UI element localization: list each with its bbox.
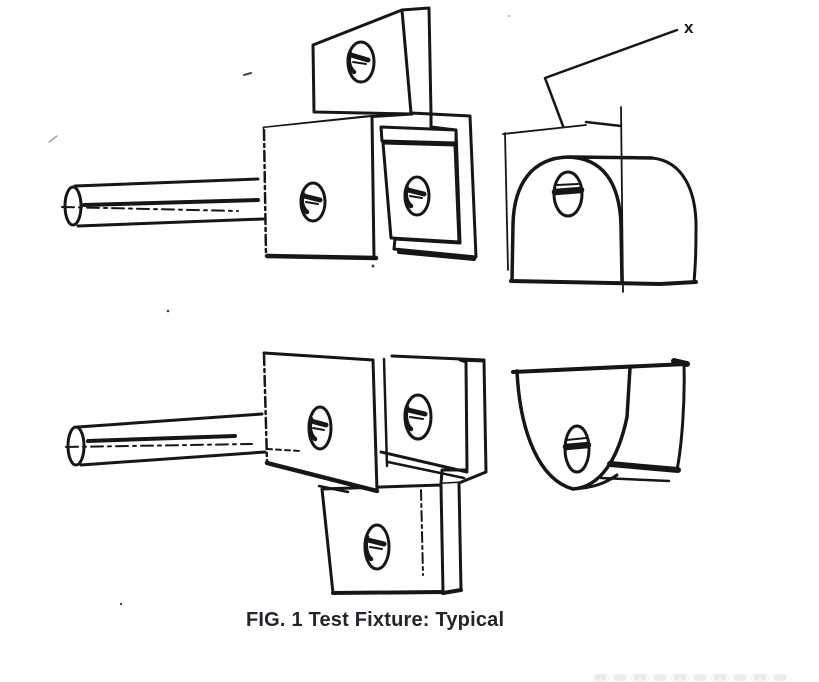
block-bottom-edge: [264, 460, 380, 494]
back-plate-left-edge: [504, 132, 509, 271]
slot-mark: [562, 441, 592, 451]
speck-dot: [508, 15, 510, 17]
slot-mark-thin: [556, 183, 579, 186]
frame-arm-bottom: [441, 481, 463, 595]
rod-shading-line: [82, 198, 260, 207]
block-right-edge: [370, 115, 376, 260]
rod-outline: [73, 177, 265, 228]
rod-outline: [76, 412, 267, 467]
speck-dash: [243, 72, 252, 76]
speck-dot: [166, 309, 170, 313]
slot-mark: [308, 418, 329, 428]
clamp-plate-top: [381, 141, 461, 244]
pull-rod-top: [61, 177, 265, 228]
cylinder-top-edge: [568, 155, 654, 160]
block-hidden-edge: [262, 128, 268, 257]
plate-bottom-edge: [331, 590, 445, 595]
top-fixture-assembly: [61, 6, 478, 261]
scan-specks: [48, 15, 510, 606]
cylinder-outer-curve: [650, 156, 698, 284]
speck-tick: [48, 135, 58, 143]
scan-artifact: [594, 674, 792, 681]
channel-floor-edge: [379, 450, 469, 474]
part-label-x: x: [684, 18, 694, 37]
slot-mark: [365, 537, 387, 547]
block-hidden-edge: [262, 353, 269, 463]
rod-shading-line: [86, 434, 237, 443]
slot-mark-thin: [369, 546, 383, 550]
slot-mark-thin: [409, 416, 424, 420]
slot-mark: [551, 186, 585, 196]
leader-line-x: [543, 28, 679, 128]
plate-left-edge: [382, 357, 389, 468]
screw-hole: [363, 523, 391, 571]
screw-hole: [403, 175, 431, 217]
hole-rim: [363, 523, 391, 571]
cylinder-bottom-edge: [509, 279, 698, 286]
pull-rod-bottom: [65, 412, 267, 467]
half-cylinder-bottom: [511, 358, 690, 491]
clamp-block-bottom: [262, 351, 380, 494]
hole-rim: [403, 393, 433, 441]
clamp-block-top: [262, 115, 379, 261]
slot-mark: [405, 407, 428, 417]
slot-mark-thin: [305, 201, 319, 205]
bowl-lower-right-edge: [571, 473, 619, 491]
hole-rim: [346, 40, 376, 84]
back-plate-top-edge: [502, 124, 587, 135]
back-plate-top: [502, 120, 623, 271]
screw-hole: [346, 40, 376, 84]
rod-centerline: [61, 206, 239, 212]
half-cylinder-top: x: [502, 18, 698, 293]
screw-hole: [403, 393, 433, 441]
slot-mark-thin: [352, 61, 367, 65]
cylinder-body: [512, 157, 697, 282]
hidden-rod-line: [266, 448, 301, 452]
cylinder-top-edge: [511, 362, 688, 374]
block-bottom-edge: [264, 253, 379, 261]
slot-mark-thin: [409, 195, 423, 199]
lower-plate-bottom: [317, 483, 445, 595]
screw-hole: [299, 181, 327, 223]
plate-centerline: [420, 489, 424, 576]
upper-plate-top: [311, 8, 414, 116]
figure-caption: FIG. 1 Test Fixture: Typical: [246, 609, 505, 631]
arm-bottom-edge: [441, 588, 463, 595]
cylinder-body: [517, 364, 685, 490]
slot-mark: [405, 187, 427, 197]
slot-mark-thin: [566, 437, 587, 441]
screw-hole: [562, 424, 592, 474]
rod-end-cap: [63, 185, 83, 227]
frame-bottom-accent: [397, 250, 476, 261]
rod-centerline: [65, 443, 253, 448]
block-outline: [262, 351, 379, 493]
back-plate-right-edge: [620, 106, 624, 293]
speck-dot: [119, 602, 123, 606]
corner-accent: [671, 358, 690, 367]
plate-step-line: [317, 484, 350, 494]
screw-hole: [307, 405, 333, 451]
arm-right-edge: [457, 481, 463, 592]
arm-face: [441, 483, 461, 593]
cylinder-front-arch: [510, 155, 624, 283]
screw-hole: [551, 170, 585, 218]
speck-dot: [371, 264, 375, 268]
slot-mark: [348, 52, 371, 63]
slot-mark-thin: [312, 427, 325, 431]
slot-mark: [301, 193, 323, 203]
side-bottom-dark-band: [607, 461, 681, 473]
frame-top-bar: [379, 125, 458, 145]
cylinder-outer-curve: [675, 362, 686, 472]
block-top-edge: [262, 112, 414, 130]
channel-floor-edge-2: [386, 460, 466, 480]
bottom-fixture-assembly: [65, 351, 488, 595]
back-plate-top-edge-right: [584, 120, 623, 128]
clamp-plate-bottom: [382, 357, 467, 470]
